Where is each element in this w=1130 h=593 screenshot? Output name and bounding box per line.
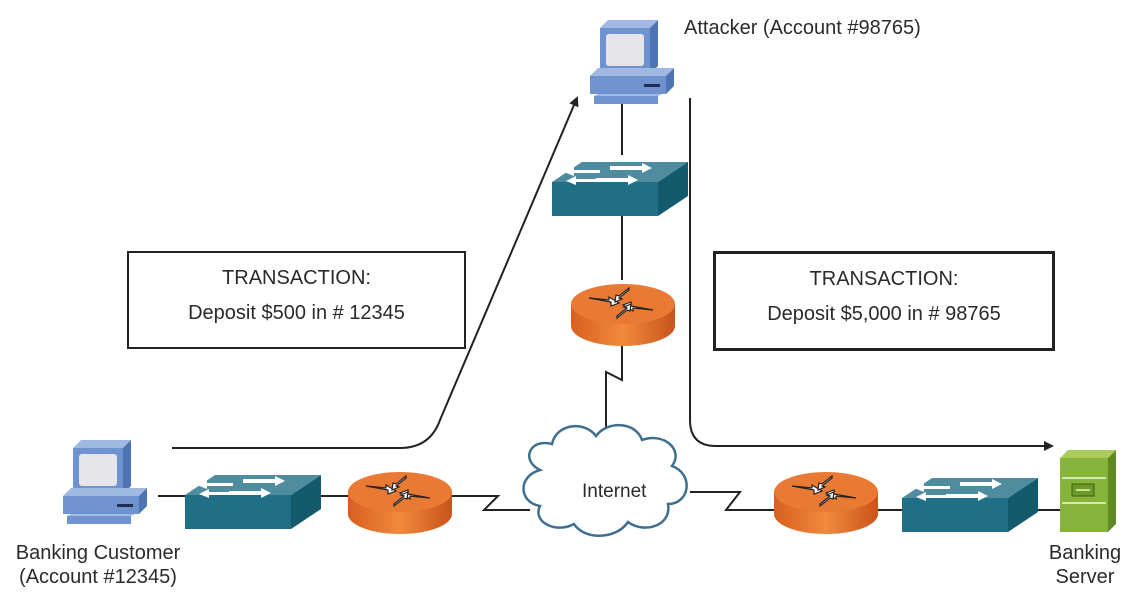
server-label-line2: Server — [1055, 566, 1115, 588]
banking-server-icon — [1060, 450, 1116, 532]
server-router-icon — [773, 471, 879, 535]
link-router-internet-left — [452, 495, 530, 511]
attacker-switch-icon — [552, 162, 688, 216]
customer-label: Banking Customer (Account #12345) — [0, 541, 196, 589]
link-router-internet — [605, 340, 623, 438]
server-label: Banking Server — [1040, 541, 1130, 589]
server-label-line1: Banking — [1048, 542, 1122, 564]
original-transaction-detail: Deposit $500 in # 12345 — [188, 302, 405, 324]
server-switch-icon — [902, 478, 1038, 532]
link-internet-router-right — [690, 491, 776, 511]
internet-cloud-icon — [522, 423, 688, 537]
customer-label-line1: Banking Customer — [15, 542, 181, 564]
flow-arrow-attacker-to-server — [689, 98, 1054, 451]
original-transaction-box: TRANSACTION: Deposit $500 in # 12345 — [127, 251, 466, 349]
modified-transaction-title: TRANSACTION: — [809, 268, 959, 290]
flow-arrow-customer-to-attacker — [172, 96, 579, 449]
original-transaction-title: TRANSACTION: — [222, 267, 371, 289]
customer-router-icon — [347, 471, 453, 535]
internet-label: Internet — [582, 481, 647, 502]
modified-transaction-box: TRANSACTION: Deposit $5,000 in # 98765 — [713, 251, 1055, 351]
attacker-pc-icon — [590, 20, 674, 104]
modified-transaction-detail: Deposit $5,000 in # 98765 — [767, 303, 1001, 325]
attacker-router-icon — [570, 283, 676, 347]
customer-pc-icon — [63, 440, 147, 524]
network-links — [158, 96, 1060, 511]
customer-switch-icon — [185, 475, 321, 529]
attacker-label: Attacker (Account #98765) — [684, 17, 921, 39]
customer-label-line2: (Account #12345) — [19, 566, 177, 588]
